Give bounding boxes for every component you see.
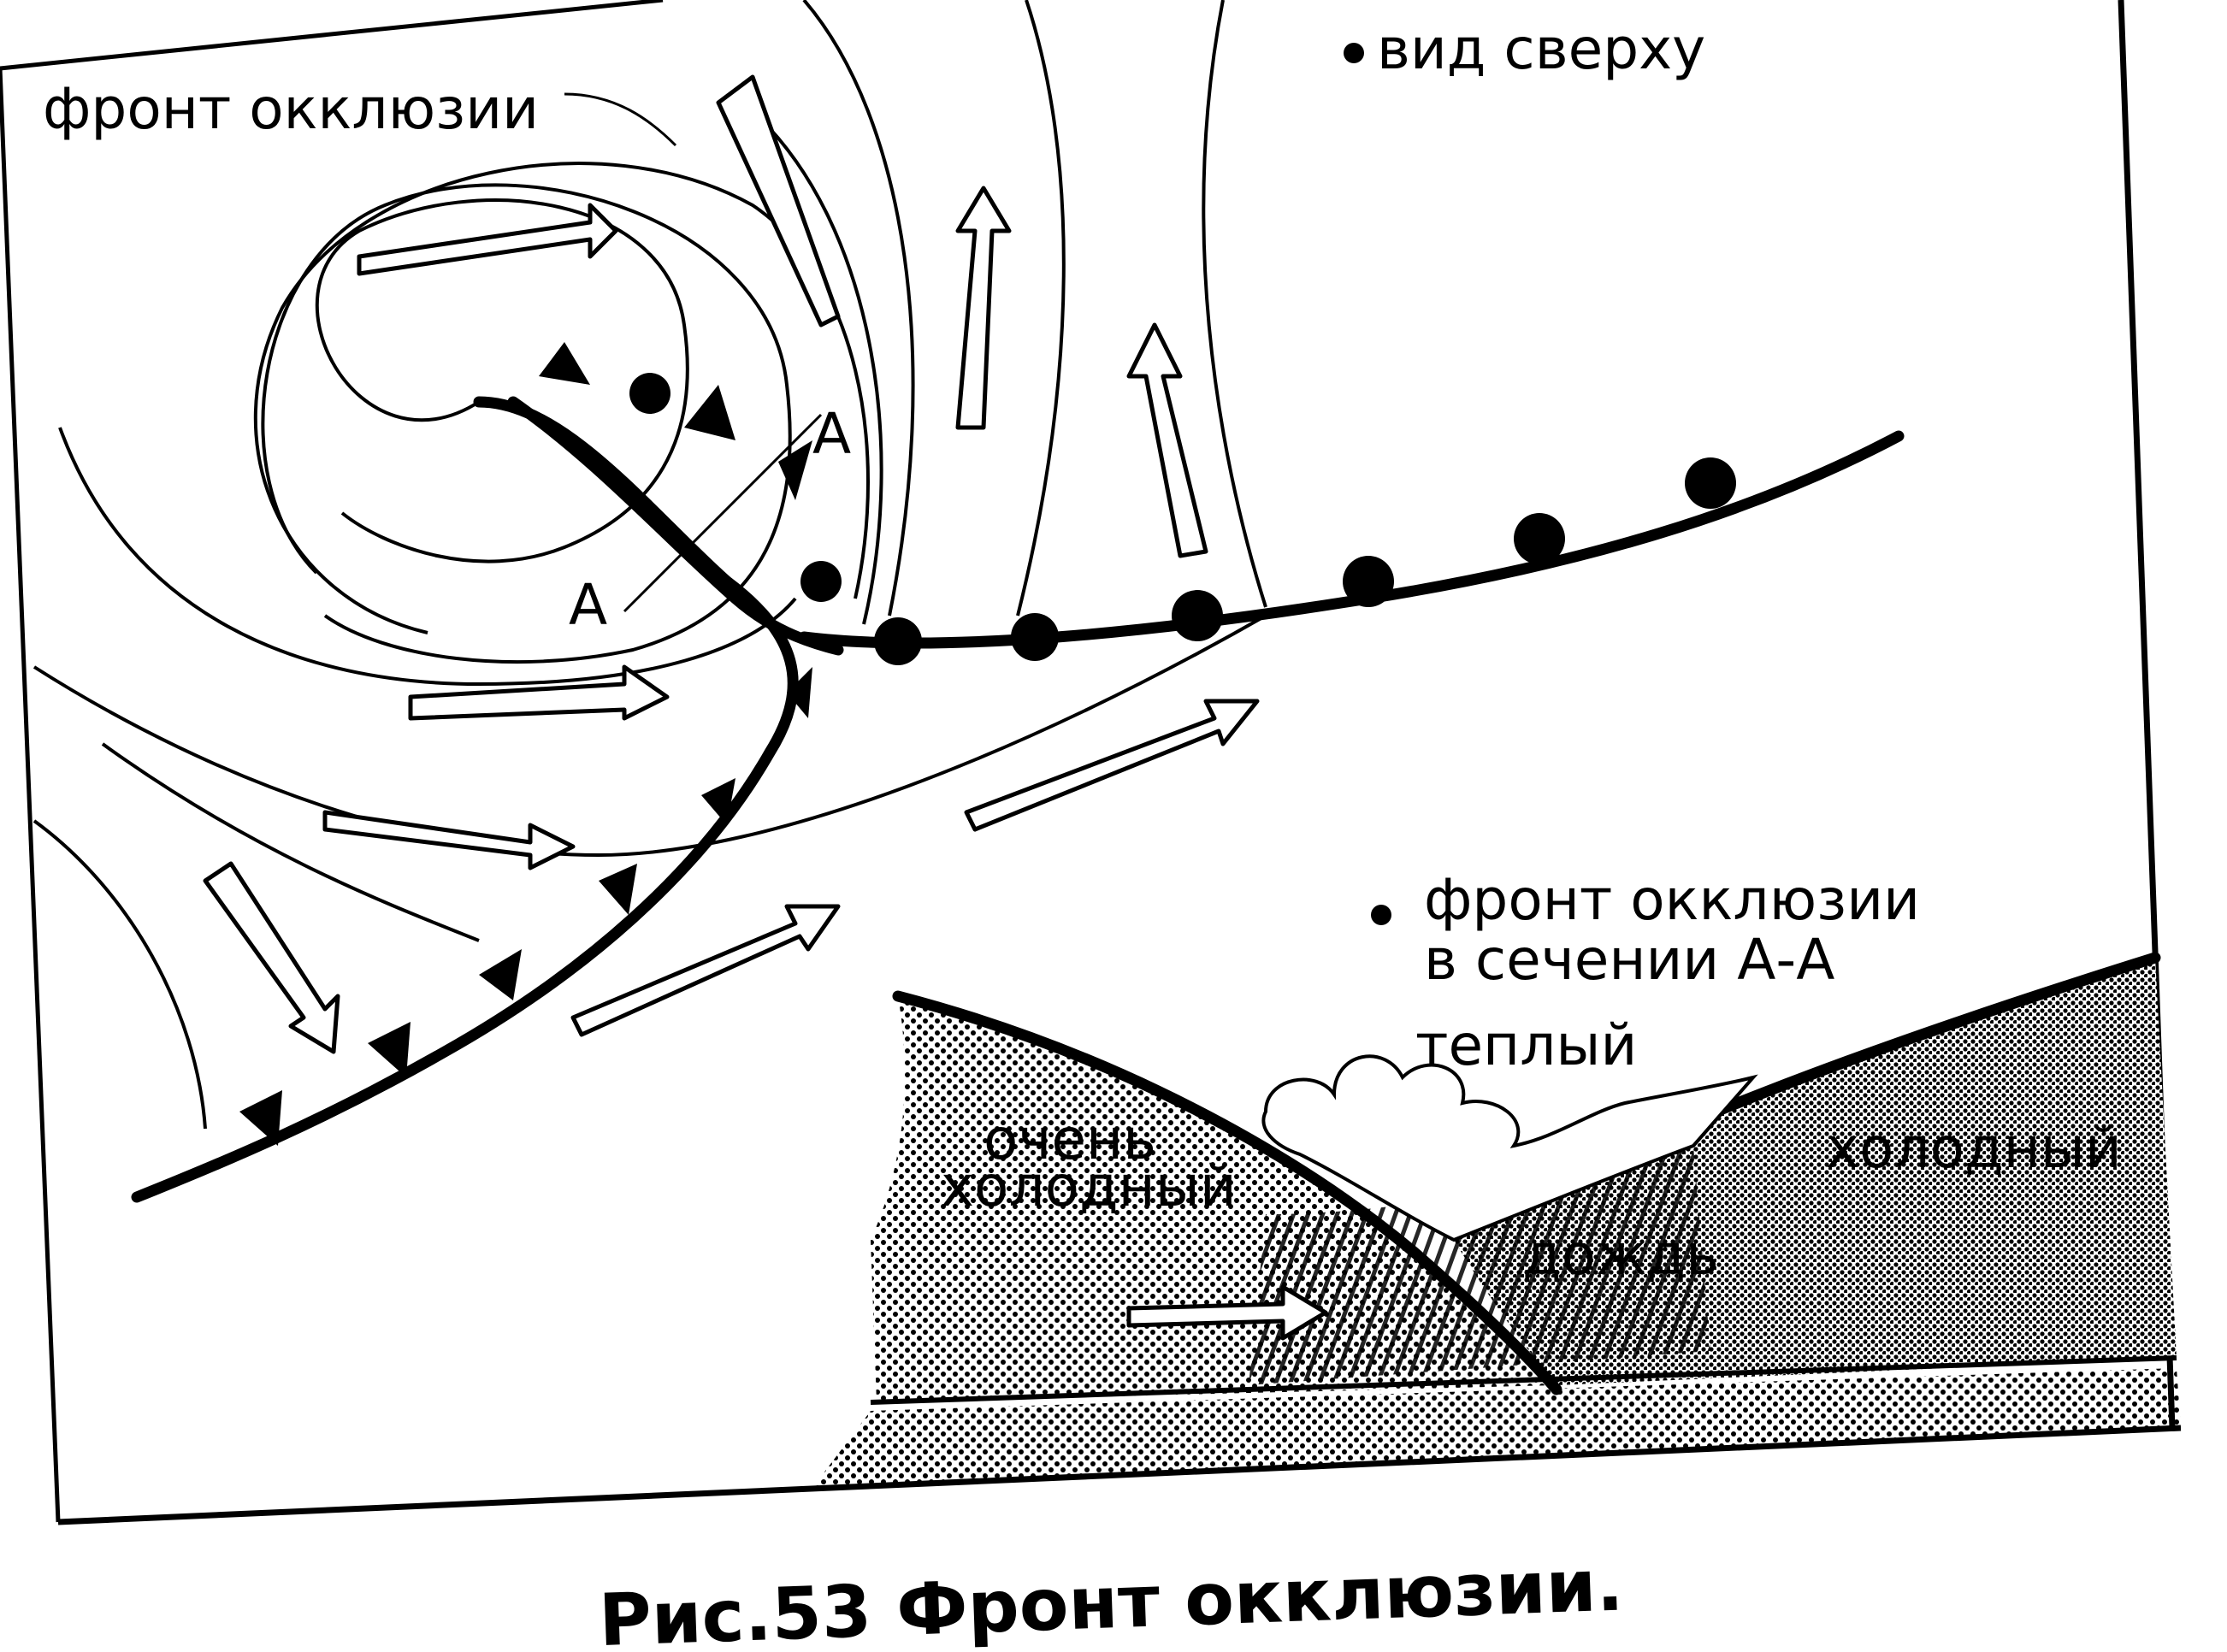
- section-line-a-a: [623, 413, 823, 613]
- rain-zone: [1249, 1146, 1710, 1385]
- point-a-lower-label: А: [569, 572, 607, 638]
- arrow-icon: [408, 664, 670, 721]
- warm-cloud: [1261, 1054, 1758, 1242]
- very-cold-label-2: холодный: [941, 1153, 1237, 1219]
- rain-label: дождь: [1522, 1222, 1719, 1288]
- very-cold-label-1: очень: [984, 1106, 1156, 1172]
- warm-front: [798, 430, 1905, 665]
- wind-arrows: [203, 74, 1260, 1054]
- arrow-icon: [955, 186, 1012, 430]
- arrow-icon: [570, 904, 841, 1037]
- section-label-line-2: в сечении А-А: [1424, 927, 1834, 993]
- dot-icon: [1371, 905, 1391, 925]
- cold-front: [131, 342, 812, 1203]
- section-label-line-1: фронт окклюзии: [1424, 867, 1920, 933]
- arrow-icon: [1126, 1284, 1328, 1341]
- top-view-label: вид сверху: [1377, 16, 1705, 82]
- occlusion-front-label: фронт окклюзии: [43, 76, 539, 142]
- figure-caption: Рис.53 Фронт окклюзии.: [597, 1543, 1624, 1652]
- warm-label: теплый: [1415, 1012, 1637, 1078]
- point-a-upper-label: А: [812, 401, 851, 467]
- arrow-icon: [716, 74, 841, 327]
- dot-icon: [1344, 43, 1364, 63]
- arrow-icon: [964, 699, 1260, 832]
- isobars: [32, 0, 1267, 1130]
- arrow-icon: [1126, 322, 1208, 558]
- occluded-front: [507, 373, 844, 656]
- arrow-icon: [322, 810, 576, 870]
- arrow-icon: [203, 861, 340, 1054]
- cross-section: [812, 952, 2181, 1488]
- cold-label: холодный: [1826, 1115, 2122, 1181]
- ground: [812, 1368, 2181, 1488]
- arrow-icon: [357, 203, 618, 276]
